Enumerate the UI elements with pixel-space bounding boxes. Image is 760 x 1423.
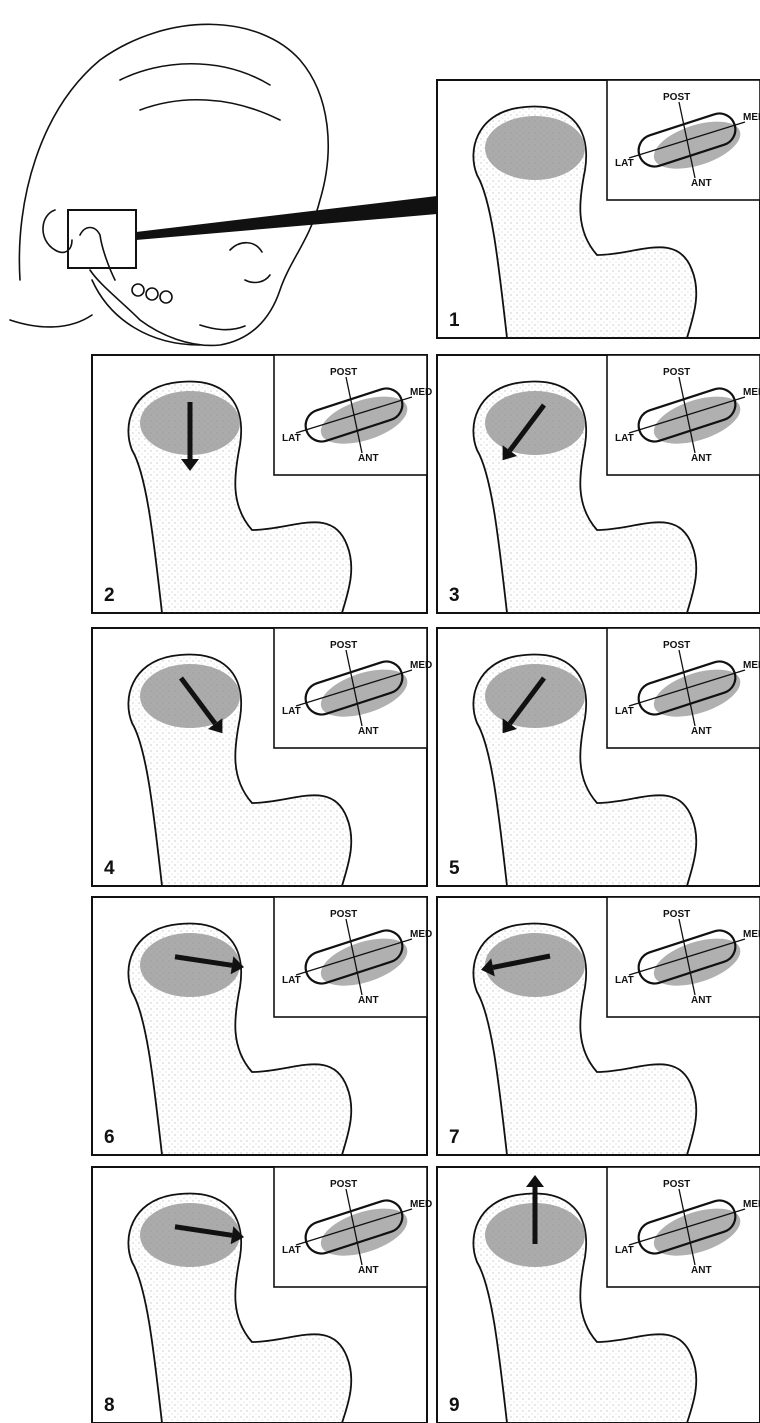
panel-number: 7 [449,1127,460,1148]
head-illustration [10,24,328,345]
label-post: POST [330,640,357,651]
label-med: MED [743,929,760,940]
zoom-box [68,210,136,268]
panel-number: 6 [104,1127,115,1148]
label-ant: ANT [691,1265,712,1276]
label-ant: ANT [358,1265,379,1276]
label-ant: ANT [358,995,379,1006]
panel-6: POST MED LAT ANT 6 [92,897,432,1155]
label-med: MED [410,1199,432,1210]
label-post: POST [330,1179,357,1190]
panel-number: 2 [104,585,115,606]
label-ant: ANT [691,995,712,1006]
label-med: MED [743,1199,760,1210]
panel-1: POST MED LAT ANT 1 [437,80,760,338]
skull-condyle-sketch [80,228,115,281]
label-ant: ANT [358,453,379,464]
neck-line [10,315,92,327]
label-med: MED [410,929,432,940]
label-lat: LAT [615,1245,634,1256]
label-med: MED [743,112,760,123]
panel-7: POST MED LAT ANT 7 [437,897,760,1155]
label-ant: ANT [691,178,712,189]
label-lat: LAT [615,706,634,717]
face-detail [200,243,270,330]
label-post: POST [330,367,357,378]
shaded-area [140,664,240,728]
panel-number: 4 [104,858,115,879]
label-lat: LAT [282,975,301,986]
panel-8: POST MED LAT ANT 8 [92,1167,432,1423]
label-ant: ANT [358,726,379,737]
label-med: MED [743,660,760,671]
teeth [132,284,172,303]
label-lat: LAT [615,433,634,444]
panel-5: POST MED LAT ANT 5 [437,628,760,886]
shaded-area [485,391,585,455]
label-post: POST [330,909,357,920]
label-post: POST [663,92,690,103]
label-post: POST [663,909,690,920]
label-med: MED [743,387,760,398]
hair-detail [120,64,280,120]
panel-number: 3 [449,585,460,606]
label-ant: ANT [691,726,712,737]
label-ant: ANT [691,453,712,464]
label-med: MED [410,387,432,398]
label-lat: LAT [615,158,634,169]
panel-3: POST MED LAT ANT 3 [437,355,760,613]
label-post: POST [663,640,690,651]
label-med: MED [410,660,432,671]
shaded-area [485,664,585,728]
head-outline [19,24,328,345]
panels-layer: POSTMEDLATANT1POSTMEDLATANT2POSTMEDLATAN… [92,80,760,1423]
panel-number: 8 [104,1395,115,1416]
label-post: POST [663,367,690,378]
panel-9: POST MED LAT ANT 9 [437,1167,760,1423]
label-lat: LAT [282,706,301,717]
panel-2: POST MED LAT ANT 2 [92,355,432,613]
panel-4: POST MED LAT ANT 4 [92,628,432,886]
label-lat: LAT [282,1245,301,1256]
label-lat: LAT [282,433,301,444]
label-lat: LAT [615,975,634,986]
panel-number: 1 [449,310,460,331]
shaded-area [485,116,585,180]
zoom-pointer [136,196,437,240]
panel-number: 5 [449,858,460,879]
label-post: POST [663,1179,690,1190]
panel-number: 9 [449,1395,460,1416]
